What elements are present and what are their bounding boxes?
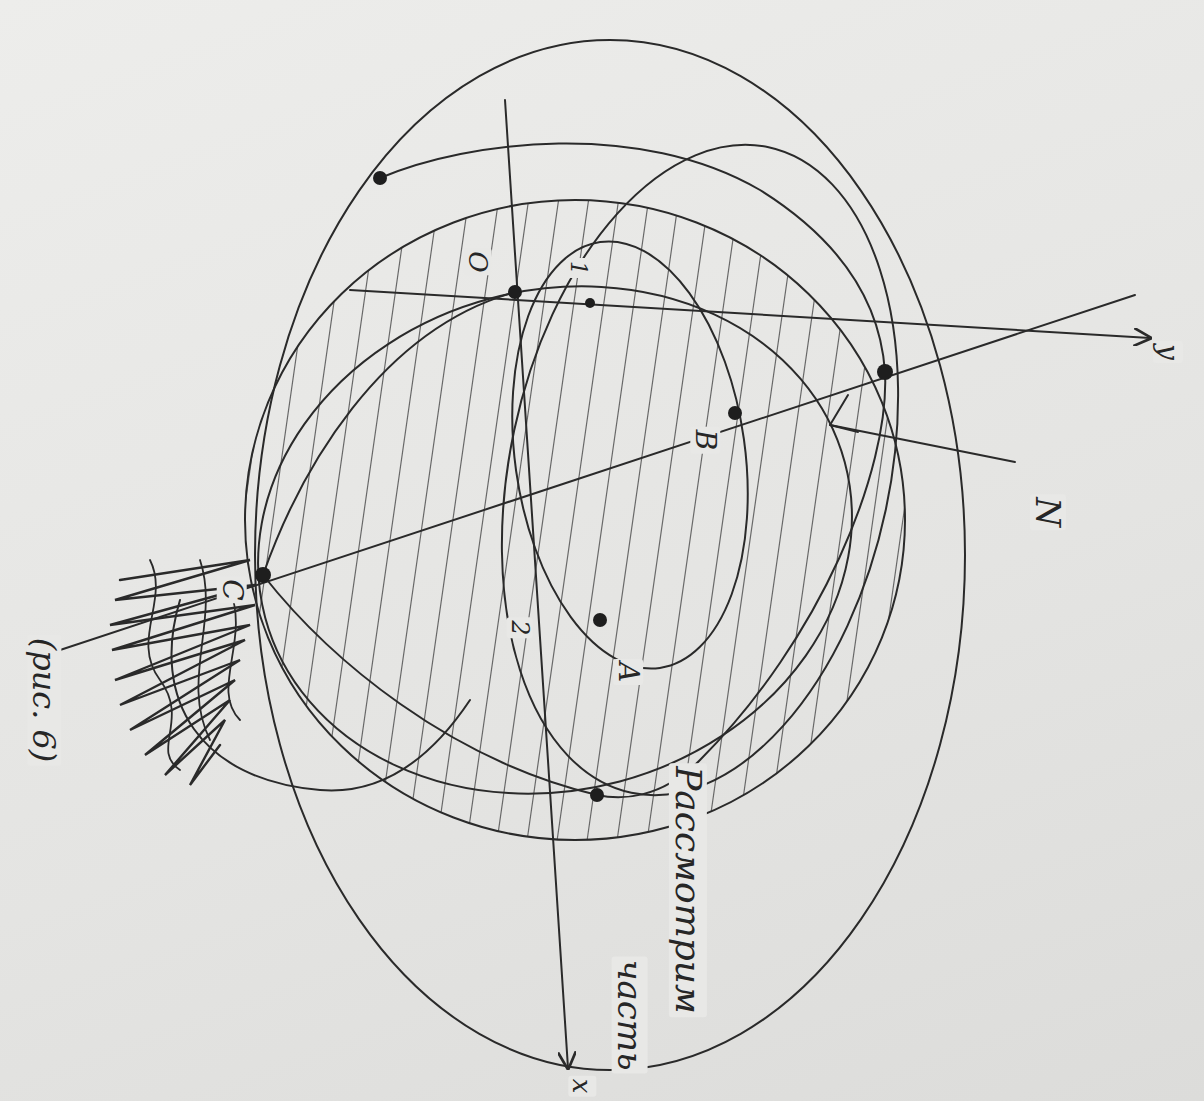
arc-curve bbox=[263, 292, 515, 575]
point-label: B bbox=[690, 427, 720, 454]
lens-curve bbox=[486, 226, 774, 684]
y-axis bbox=[350, 290, 1150, 338]
point-label: A bbox=[613, 659, 643, 685]
normal-line bbox=[830, 425, 1015, 462]
meridian-curve bbox=[446, 108, 955, 833]
arc-curve bbox=[380, 143, 885, 797]
arc-curve bbox=[263, 575, 597, 795]
axis-label: y bbox=[1153, 341, 1183, 363]
x-axis bbox=[505, 100, 568, 1068]
axis-label: x bbox=[568, 1076, 596, 1097]
outer-curve bbox=[255, 40, 965, 1070]
axis-label: N bbox=[1030, 494, 1066, 530]
figure-caption: (рис. 6) bbox=[27, 635, 61, 766]
scribble-shading bbox=[110, 560, 255, 785]
sphere-outline bbox=[245, 200, 905, 840]
points bbox=[255, 171, 893, 802]
point-label: C bbox=[217, 576, 247, 603]
point-label: O bbox=[464, 248, 492, 275]
normal-arrow bbox=[830, 395, 858, 432]
note-text: Рассмотрим bbox=[669, 763, 707, 1017]
point-label: 2 bbox=[507, 617, 533, 638]
point-label: 1 bbox=[566, 258, 590, 278]
z-axis bbox=[45, 295, 1135, 655]
note-text: часть bbox=[612, 956, 648, 1073]
